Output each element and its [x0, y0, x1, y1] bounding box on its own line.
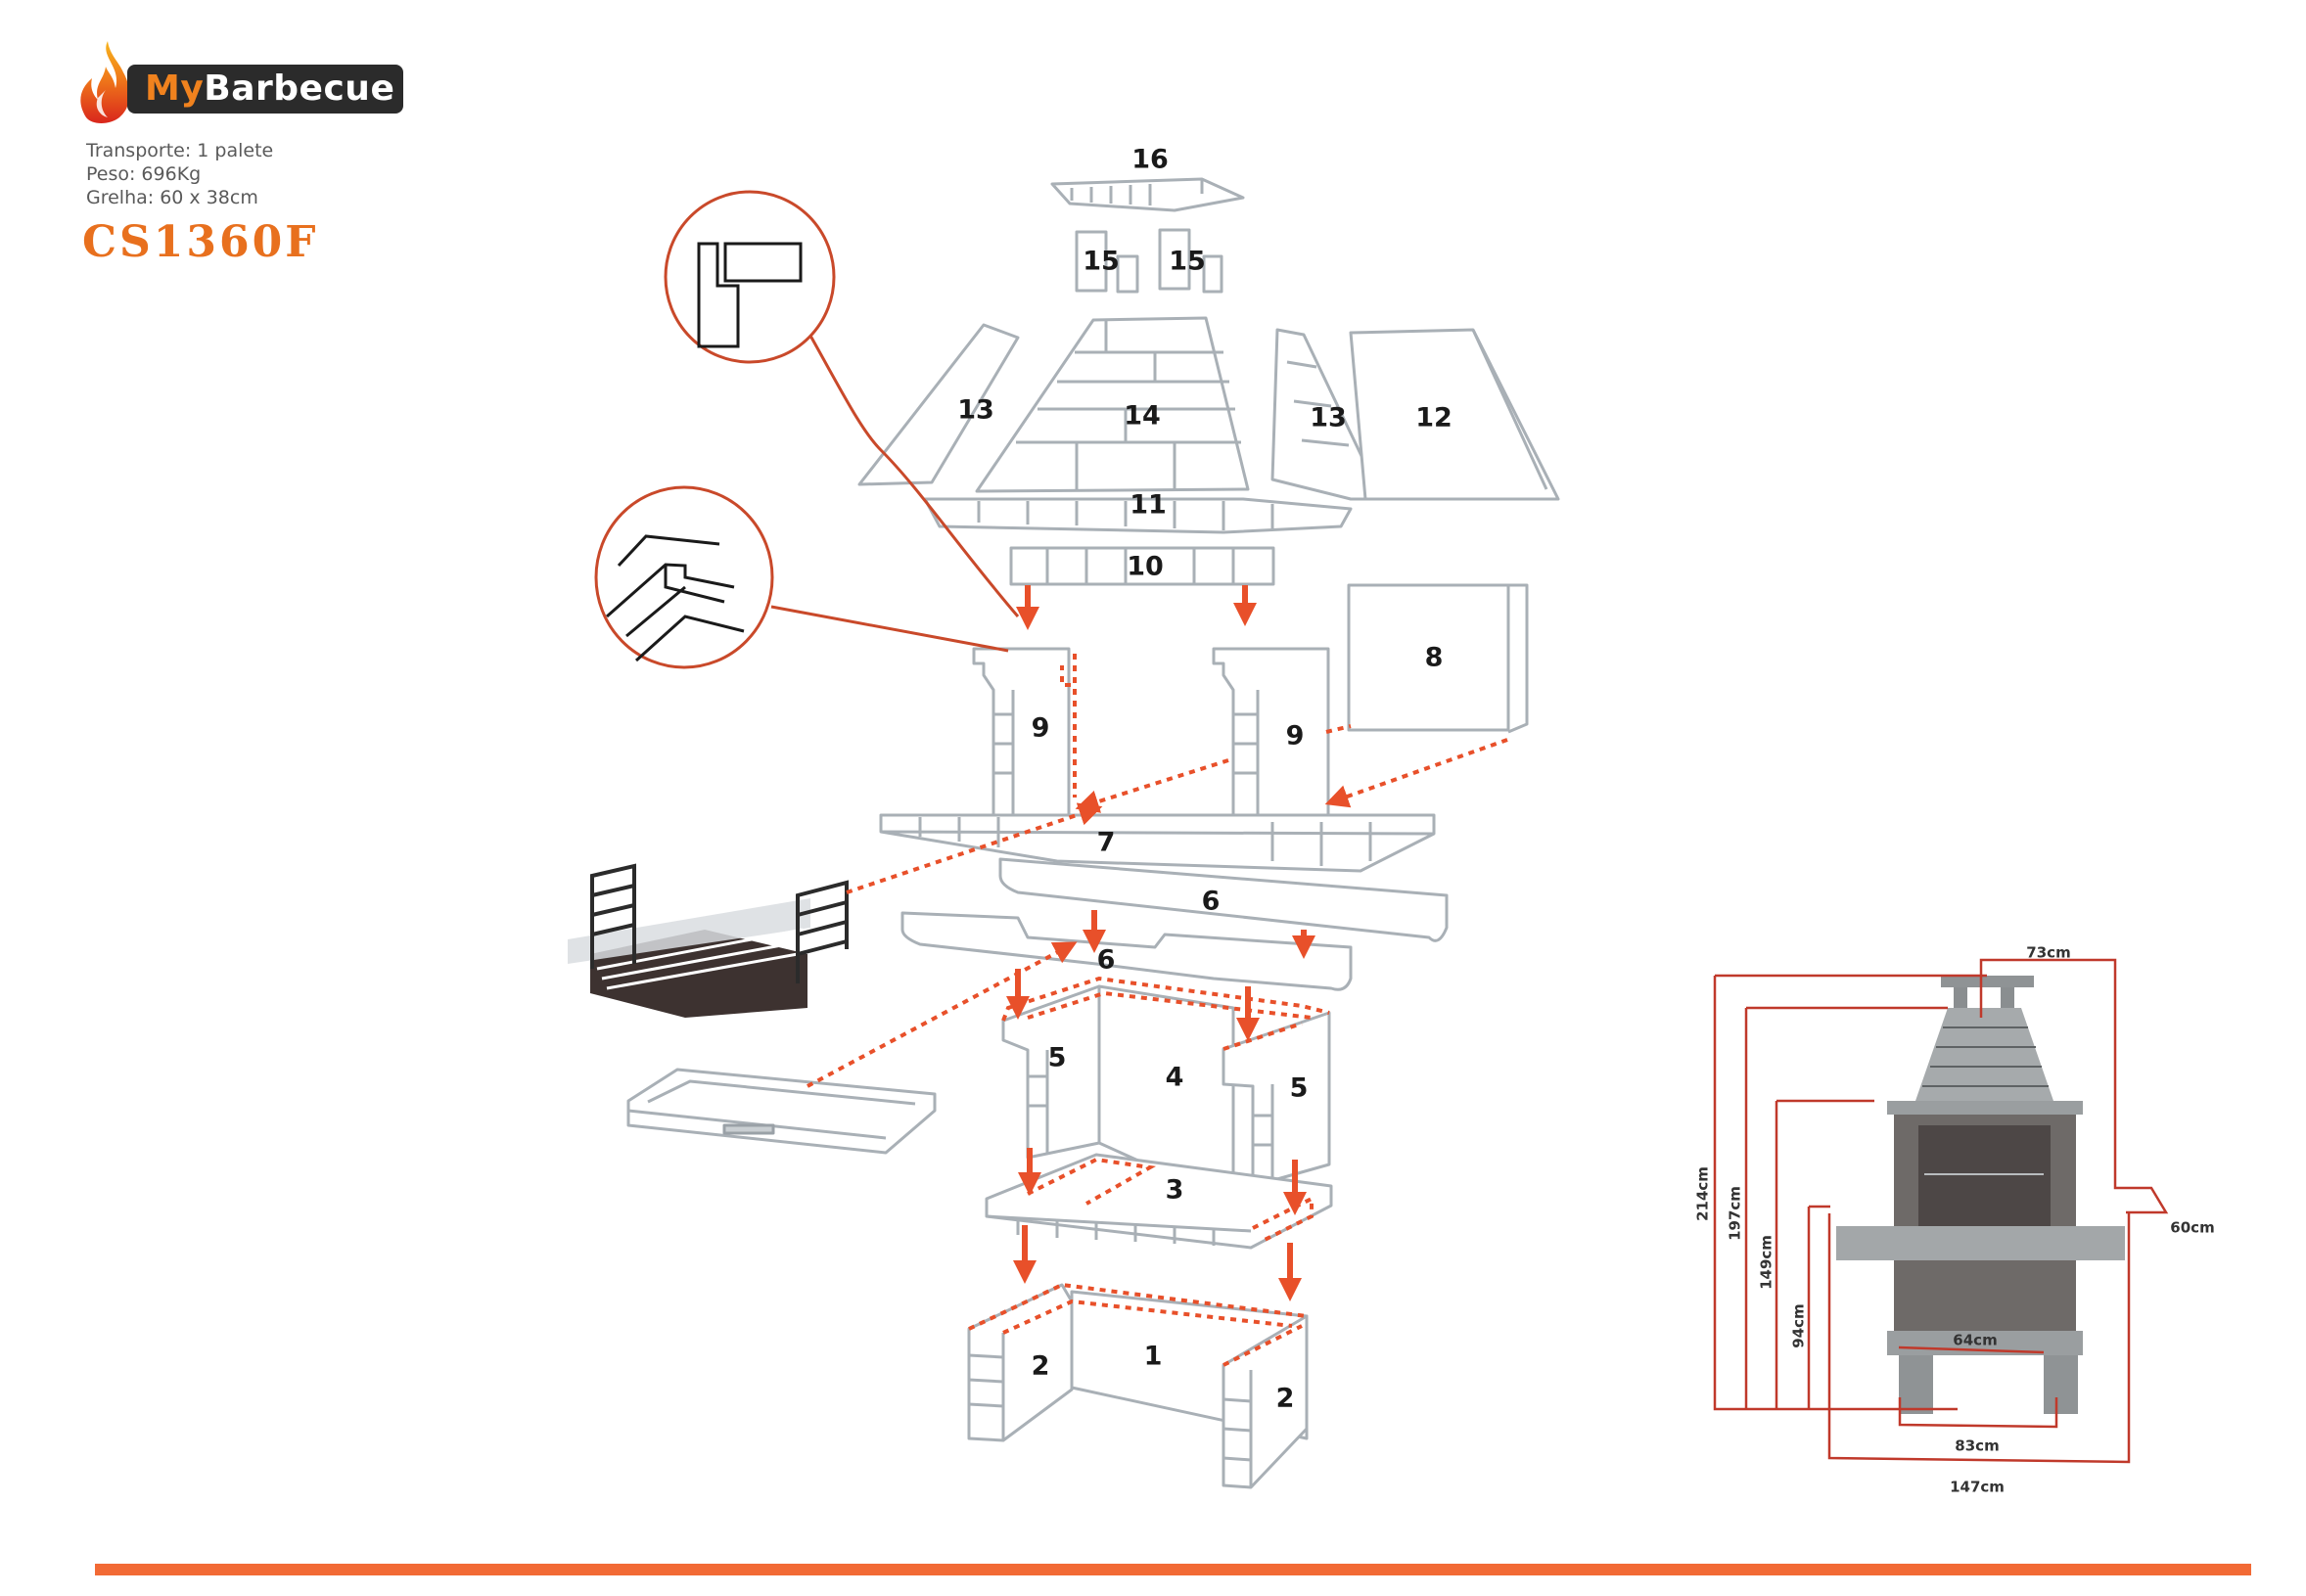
dim-line-73-60	[1979, 958, 2169, 1214]
label-part-13-right: 13	[1310, 403, 1347, 433]
dimension-drawing: 73cm 214cm 197cm 149cm 94cm 60cm 64cm 83…	[1694, 944, 2215, 1496]
footer-accent-bar	[95, 1564, 2251, 1575]
spec-grill: Grelha: 60 x 38cm	[86, 187, 258, 208]
label-part-13-left: 13	[957, 395, 994, 426]
label-part-8: 8	[1425, 643, 1444, 673]
label-part-4: 4	[1166, 1063, 1184, 1093]
label-part-10: 10	[1127, 552, 1164, 582]
label-part-12: 12	[1415, 403, 1453, 433]
part-2-base-leg-right	[1222, 1314, 1309, 1489]
guide-base-inner-outline	[1002, 1299, 1293, 1335]
dim-total-width: 147cm	[1950, 1479, 2005, 1496]
guide-column-to-slab	[1075, 758, 1229, 813]
part-11-hood-frame	[923, 497, 1353, 534]
label-part-6-upper: 6	[1202, 887, 1221, 917]
part-2-base-leg-left	[967, 1283, 1074, 1442]
part-13-hood-side-left	[857, 323, 1020, 486]
label-part-9-right: 9	[1286, 721, 1305, 752]
model-code: CS1360F	[82, 217, 319, 267]
guide-right-wall-top	[1222, 1022, 1303, 1051]
dim-hood-height: 149cm	[1758, 1235, 1776, 1290]
part-15-chimney-posts-left	[1075, 230, 1139, 294]
product-specs: Transporte: 1 palete Peso: 696Kg Grelha:…	[86, 139, 273, 209]
label-part-3: 3	[1166, 1175, 1184, 1206]
part-8-back-panel	[1347, 583, 1529, 734]
label-part-5-left: 5	[1048, 1043, 1067, 1073]
dim-line-83	[1898, 1397, 2058, 1429]
part-7-counter-slab	[879, 813, 1436, 873]
label-part-1: 1	[1144, 1342, 1163, 1372]
guide-base-left-slot	[1027, 1157, 1157, 1206]
dim-line-64	[1898, 1345, 2045, 1354]
brand-name: MyBarbecue	[145, 67, 394, 112]
dim-counter-height: 94cm	[1790, 1303, 1808, 1347]
logo-banner	[127, 65, 403, 114]
label-part-2-right: 2	[1276, 1384, 1295, 1414]
part-5-side-wall-right	[1222, 1011, 1331, 1188]
brand-name-my: My	[145, 68, 205, 109]
part-16-chimney-cap	[1050, 177, 1245, 212]
dim-line-214	[1713, 976, 1958, 1411]
part-9-column-left	[972, 647, 1071, 822]
label-part-14: 14	[1124, 401, 1161, 432]
dim-inner-width: 64cm	[1953, 1332, 1997, 1349]
dim-chimney-height: 197cm	[1727, 1186, 1744, 1241]
guide-grill-to-slab	[846, 802, 1103, 894]
dim-depth: 60cm	[2170, 1219, 2214, 1237]
grill-rack	[568, 863, 849, 1018]
brand-name-barbecue: Barbecue	[204, 68, 395, 109]
guide-base-right-top	[1222, 1324, 1303, 1367]
dim-total-height: 214cm	[1694, 1166, 1712, 1221]
dim-base-width: 83cm	[1955, 1437, 1999, 1455]
label-part-15-left: 15	[1083, 247, 1120, 277]
label-part-16: 16	[1131, 145, 1169, 175]
detail-callout-column-joint	[594, 485, 1009, 669]
label-part-6-lower: 6	[1097, 945, 1116, 976]
flame-icon	[80, 41, 130, 123]
dim-line-147	[1827, 1213, 2131, 1464]
spec-weight: Peso: 696Kg	[86, 163, 202, 185]
label-part-11: 11	[1130, 490, 1167, 521]
part-12-hood-back	[1349, 328, 1560, 501]
part-9-column-right	[1212, 647, 1330, 837]
part-6-beam-lower	[900, 911, 1353, 991]
spec-transport: Transporte: 1 palete	[86, 140, 274, 161]
label-part-15-right: 15	[1169, 247, 1206, 277]
part-15-chimney-posts-right	[1158, 228, 1223, 294]
dim-top-width: 73cm	[2026, 944, 2070, 962]
label-part-2-left: 2	[1032, 1351, 1050, 1382]
guide-backpanel-edge	[1325, 724, 1352, 734]
guide-base-right-slot	[1252, 1195, 1314, 1243]
guide-top-outline-inner	[1027, 990, 1313, 1020]
label-part-7: 7	[1097, 828, 1116, 858]
bbq-photo	[1836, 976, 2125, 1414]
label-part-9-left: 9	[1032, 713, 1050, 744]
guide-backpanel-to-column	[1324, 738, 1508, 808]
guide-top-outline-upper	[1001, 976, 1330, 1022]
detail-callout-hood-joint	[664, 190, 1020, 617]
part-14-hood-front	[975, 316, 1250, 493]
part-3-base-slab	[985, 1153, 1333, 1250]
brand-logo: MyBarbecue	[70, 37, 408, 125]
guide-drawer-to-beam	[807, 941, 1078, 1088]
part-6-beam-upper	[998, 857, 1449, 942]
label-part-5-right: 5	[1290, 1073, 1309, 1104]
part-10-lintel	[1009, 546, 1275, 586]
ash-drawer	[626, 1068, 937, 1155]
